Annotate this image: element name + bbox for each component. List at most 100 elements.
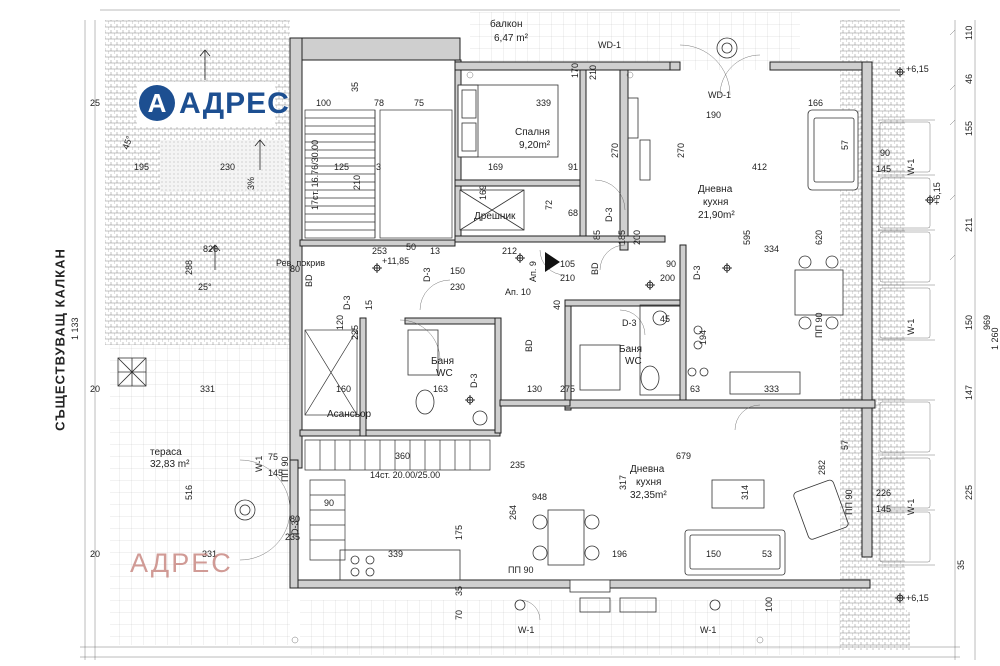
dimension-label-d212: 212	[502, 246, 517, 256]
dimension-label-d130: 130	[527, 384, 542, 394]
dimension-label-d948: 948	[532, 492, 547, 502]
roof-gutter	[160, 140, 285, 192]
dimension-label-d57a: 57	[840, 140, 850, 150]
dimension-label-d210a: 210	[588, 65, 598, 80]
dimension-label-d3: 3	[376, 162, 381, 172]
dimension-label-d91: 91	[568, 162, 578, 172]
logo-text: АДРЕС	[179, 87, 290, 120]
bedroom-name: Спалня	[515, 127, 550, 138]
roof-note: Рев. покрив	[276, 258, 325, 268]
dimension-label-d90b: 90	[880, 148, 890, 158]
dimension-label-d20a: 20	[90, 384, 100, 394]
dimension-label-d412: 412	[752, 162, 767, 172]
dimension-label-d360: 360	[395, 451, 410, 461]
dimension-label-d45pct: 45°	[120, 134, 134, 151]
bath2-sub: WC	[625, 356, 642, 367]
dimension-label-d3pct: 3%	[246, 177, 256, 190]
living2-area: 32,35m²	[630, 490, 667, 501]
apt9-label: Ап. 9	[528, 261, 538, 282]
dimension-label-d80b: 80	[290, 514, 300, 524]
w1-right-top: W-1	[906, 159, 916, 175]
wd1-top: WD-1	[598, 40, 621, 50]
upper-stairs-note: 17ст. 16.76/30.00	[310, 140, 320, 210]
wd1-inner: WD-1	[708, 90, 731, 100]
dimension-label-d595: 595	[742, 230, 752, 245]
dimension-label-d20b: 20	[90, 549, 100, 559]
dimension-label-d166: 166	[808, 98, 823, 108]
dimension-label-d25a: 25	[90, 98, 100, 108]
balcony-name: балкон	[490, 18, 522, 30]
dimension-label-d516: 516	[184, 485, 194, 500]
grid-axis-markers	[291, 71, 764, 644]
dimension-label-d331b: 331	[202, 549, 217, 559]
room-labels: балкон 6,47 m² Спалня 9,20m² Дневна кухн…	[150, 18, 735, 501]
dimension-label-d35c: 35	[956, 560, 966, 570]
dimension-label-d110: 110	[964, 26, 974, 40]
d3-a: D-3	[422, 267, 432, 282]
dimension-label-d175: 175	[454, 525, 464, 540]
dimension-label-d75a: 75	[414, 98, 424, 108]
dimension-label-d125: 125	[334, 162, 349, 172]
pp90-a: ПП 90	[280, 457, 290, 482]
dimension-label-d264: 264	[508, 505, 518, 520]
dimension-label-d147: 147	[964, 385, 974, 400]
window-marks	[117, 97, 651, 387]
terrace-area: 32,83 m²	[150, 459, 190, 470]
living2-name: Дневна	[630, 464, 665, 475]
dimension-label-d75b: 75	[268, 452, 278, 462]
wardrobe	[459, 189, 525, 231]
dimension-label-d288: 288	[184, 260, 194, 275]
dimension-label-d200: 200	[632, 230, 642, 245]
bath1-fixtures	[407, 329, 488, 426]
w1-right-mid: W-1	[906, 319, 916, 335]
dimension-label-d211: 211	[964, 218, 974, 232]
dimension-label-d282: 282	[817, 460, 827, 475]
dimension-label-d105: 105	[560, 259, 575, 269]
roof-arrows	[199, 49, 266, 270]
dimension-label-d226: 226	[876, 488, 891, 498]
kitchen1-table	[794, 255, 844, 330]
dimension-label-d145c: 145	[268, 468, 283, 478]
dimension-label-d230b: 230	[450, 282, 465, 292]
wheelchair-symbols	[234, 37, 738, 611]
dimension-label-d53: 53	[762, 549, 772, 559]
elevator-shaft	[304, 329, 358, 416]
dimension-label-d210c: 210	[560, 273, 575, 283]
d3-d: D-3	[622, 318, 637, 328]
living2-sub: кухня	[636, 477, 661, 488]
apt10-label: Ап. 10	[505, 287, 531, 297]
level-bottom-right: +6,15	[906, 593, 929, 603]
dimension-label-d235: 235	[285, 532, 300, 542]
elevator-label: Асансьор	[327, 409, 372, 420]
dimension-label-d25pct: 25°	[198, 282, 212, 292]
living1-area: 21,90m²	[698, 210, 735, 221]
dimension-label-d100: 100	[316, 98, 331, 108]
dimension-label-d145b: 145	[876, 164, 891, 174]
element-codes: WD-1 WD-1 W-1 W-1 W-1 W-1 W-1 W-1 D-3 D-…	[254, 40, 916, 635]
bed	[457, 84, 559, 158]
dimension-label-d331a: 331	[200, 384, 215, 394]
dimension-label-d72: 72	[544, 200, 554, 210]
dimension-label-d160: 160	[336, 384, 351, 394]
dimension-label-d45: 45	[660, 314, 670, 324]
living2-table	[532, 509, 600, 566]
watermark: АДРЕС	[130, 548, 233, 578]
dimension-label-d90c: 90	[324, 498, 334, 508]
radiators	[569, 579, 657, 613]
dimension-label-d163: 163	[433, 384, 448, 394]
lower-stairs	[304, 439, 491, 561]
dimension-label-d339: 339	[536, 98, 551, 108]
dimension-label-d1133: 1 133	[70, 317, 80, 340]
dimension-label-d235b: 235	[510, 460, 525, 470]
dimension-label-d225: 225	[350, 325, 360, 340]
terrace-floor	[110, 345, 290, 645]
balcony-area: 6,47 m²	[494, 33, 529, 44]
dimension-label-d100b: 100	[764, 597, 774, 612]
dimension-label-d210b: 210	[352, 175, 362, 190]
dimension-label-d169b: 169	[478, 185, 488, 200]
w1-bottom-right: W-1	[700, 625, 716, 635]
d3-e: D-3	[469, 373, 479, 388]
dimension-label-d253: 253	[372, 246, 387, 256]
dimension-label-d46: 46	[964, 74, 974, 84]
bath1-sub: WC	[436, 368, 453, 379]
